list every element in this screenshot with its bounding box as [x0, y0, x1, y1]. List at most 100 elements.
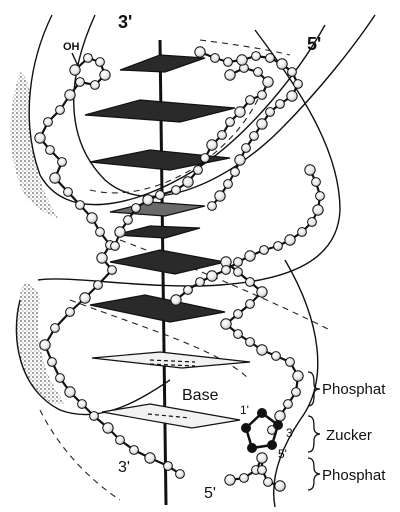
backbone-atom	[249, 131, 259, 141]
backbone-atom	[34, 132, 46, 144]
backbone-atom	[311, 177, 321, 187]
backbone-atom	[89, 411, 99, 421]
backbone-atom	[292, 370, 304, 382]
backbone-atom	[233, 267, 243, 277]
backbone-atom	[194, 46, 206, 58]
backbone-atom	[257, 465, 267, 475]
backbone-atom	[114, 226, 126, 238]
backbone-atom	[233, 309, 243, 319]
backbone-atom	[102, 422, 114, 434]
backbone-atom	[307, 217, 317, 227]
backbone-atom	[206, 139, 218, 151]
backbone-atom	[263, 477, 273, 487]
backbone-atom	[287, 67, 297, 77]
backbone-atom	[256, 344, 268, 356]
backbone-atom	[171, 185, 181, 195]
backbone-atom	[245, 299, 255, 309]
backbone-atom	[225, 117, 235, 127]
backbone-atom	[233, 329, 243, 339]
backbone-atom	[223, 179, 233, 189]
backbone-ribbons	[15, 14, 376, 508]
backbone-atom	[155, 190, 165, 200]
label-phosphat-upper: Phosphat	[322, 381, 386, 398]
backbone-atom	[244, 250, 256, 262]
backbone-atom	[274, 480, 286, 492]
backbone-atom	[55, 105, 65, 115]
label-phosphat-lower: Phosphat	[322, 467, 386, 484]
backbone-atom	[182, 176, 194, 188]
label-sugar-c5: 5'	[278, 447, 287, 461]
backbone-atom	[142, 194, 154, 206]
backbone-atom	[223, 57, 233, 67]
backbone-atom	[257, 90, 267, 100]
backbone-atom	[110, 241, 120, 251]
backbone-atom	[251, 51, 261, 61]
backbone-atom	[75, 200, 85, 210]
backbone-atom	[107, 265, 117, 275]
backbone-atom	[47, 357, 57, 367]
backbone-atom	[239, 473, 249, 483]
backbone-atom	[234, 154, 246, 166]
backbone-atom	[293, 79, 303, 89]
backbone-atom	[224, 474, 236, 486]
backbone-atoms	[34, 46, 325, 492]
backbone-atom	[234, 106, 246, 118]
backbone-atom	[220, 318, 232, 330]
label-base: Base	[182, 387, 219, 404]
backbone-atom	[262, 76, 274, 88]
sugar-atom	[273, 420, 283, 430]
backbone-atom	[129, 445, 139, 455]
backbone-atom	[64, 386, 76, 398]
backbone-atom	[86, 212, 98, 224]
sugar-atom	[247, 443, 257, 453]
backbone-atom	[77, 399, 87, 409]
backbone-atom	[200, 153, 210, 163]
label-5-prime-bottom: 5'	[204, 485, 216, 502]
backbone-atom	[253, 67, 263, 77]
label-3-prime-bottom: 3'	[118, 459, 130, 476]
label-sugar-c3: 3'	[286, 426, 295, 440]
backbone-atom	[195, 277, 205, 287]
backbone-atom	[241, 143, 251, 153]
backbone-atom	[39, 339, 51, 351]
base-pairs	[84, 54, 251, 429]
backbone-atom	[75, 77, 85, 87]
backbone-atom	[274, 410, 286, 422]
backbone-atom	[256, 452, 268, 464]
backbone-atom	[193, 165, 203, 175]
backbone-atom	[90, 80, 100, 90]
backbone-atom	[63, 187, 73, 197]
label-3-prime-top: 3'	[118, 12, 132, 32]
backbone-atom	[57, 157, 67, 167]
backbone-atom	[265, 53, 275, 63]
backbone-atom	[245, 95, 255, 105]
backbone-atom	[265, 107, 275, 117]
backbone-atom	[43, 117, 53, 127]
backbone-atom	[79, 292, 91, 304]
backbone-atom	[55, 373, 65, 383]
sugar-atom	[241, 423, 251, 433]
label-5-prime-top: 5'	[307, 34, 321, 54]
backbone-atom	[273, 241, 283, 251]
backbone-atom	[221, 265, 231, 275]
label-zucker: Zucker	[326, 427, 372, 444]
backbone-atom	[83, 53, 93, 63]
backbone-atom	[69, 64, 81, 76]
backbone-atom	[65, 307, 75, 317]
backbone-atom	[214, 190, 226, 202]
backbone-atom	[286, 90, 298, 102]
backbone-atom	[275, 99, 285, 109]
backbone-atom	[163, 461, 173, 471]
label-oh: OH	[63, 41, 80, 53]
backbone-atom	[283, 399, 293, 409]
backbone-atom	[256, 286, 268, 298]
backbone-atom	[210, 53, 220, 63]
backbone-atom	[170, 294, 182, 306]
backbone-atom	[259, 245, 269, 255]
backbone-atom	[297, 227, 307, 237]
oh-bond	[71, 52, 79, 67]
hydrogen-bonds	[147, 359, 196, 419]
sugar-ring	[241, 408, 283, 453]
backbone-atom	[131, 203, 141, 213]
backbone-atom	[230, 167, 240, 177]
